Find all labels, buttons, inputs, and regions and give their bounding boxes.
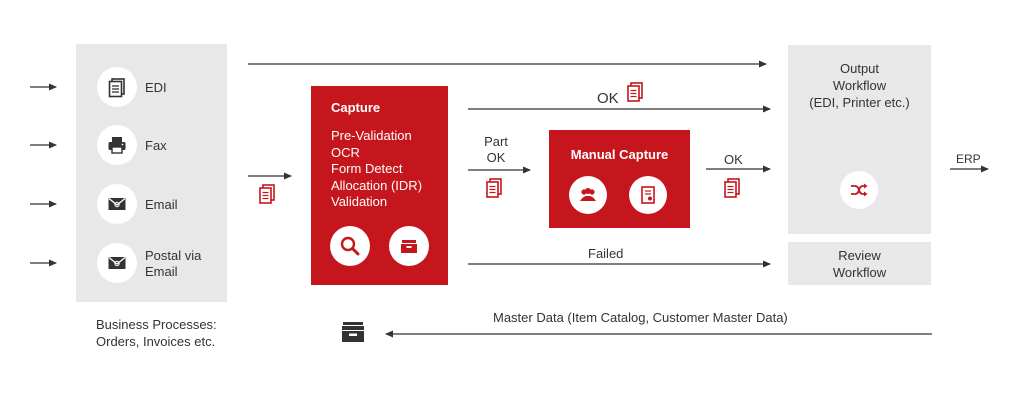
label-ok-top: OK	[597, 90, 619, 107]
label-ok-right: OK	[724, 152, 743, 167]
search-icon	[330, 226, 370, 266]
source-label-email: Email	[145, 197, 178, 212]
label-part-ok: Part OK	[484, 134, 508, 165]
review-workflow-text: Review Workflow	[832, 248, 887, 280]
users-icon	[569, 176, 607, 214]
document-icon	[486, 178, 502, 198]
capture-step: OCR	[331, 144, 360, 160]
manual-capture-title: Manual Capture	[570, 147, 669, 162]
source-label-fax: Fax	[145, 138, 167, 153]
capture-step: Validation	[331, 194, 388, 209]
output-workflow-panel: Output Workflow (EDI, Printer etc.)	[788, 45, 931, 234]
fax-printer-icon	[97, 125, 137, 165]
archive-box-icon	[342, 322, 364, 342]
document-icon	[627, 82, 643, 102]
label-master-data: Master Data (Item Catalog, Customer Mast…	[493, 310, 788, 325]
email-icon	[97, 184, 137, 224]
capture-step: Pre-Validation	[331, 128, 412, 143]
output-workflow-text: Output Workflow (EDI, Printer etc.)	[809, 61, 910, 110]
document-icon	[724, 178, 740, 198]
postal-email-icon	[97, 243, 137, 283]
capture-step: Form Detect	[331, 161, 403, 176]
archive-drawer-icon	[389, 226, 429, 266]
capture-steps: Pre-Validation OCR Form Detect Allocatio…	[331, 128, 422, 211]
capture-title: Capture	[331, 100, 381, 115]
capture-step: Allocation (IDR)	[331, 177, 423, 193]
sources-caption: Business Processes: Orders, Invoices etc…	[96, 317, 217, 349]
document-icon	[259, 184, 275, 204]
source-label-edi: EDI	[145, 80, 167, 95]
review-workflow-panel: Review Workflow	[788, 242, 931, 285]
source-label-postal: Postal via Email	[145, 248, 202, 279]
edi-icon	[97, 67, 137, 107]
shuffle-icon	[840, 171, 878, 209]
certificate-document-icon	[629, 176, 667, 214]
label-erp: ERP	[956, 152, 981, 166]
capture-panel: Capture Pre-Validation OCR Form Detect A…	[311, 86, 448, 285]
manual-capture-panel: Manual Capture	[549, 130, 690, 228]
label-failed: Failed	[588, 246, 624, 261]
